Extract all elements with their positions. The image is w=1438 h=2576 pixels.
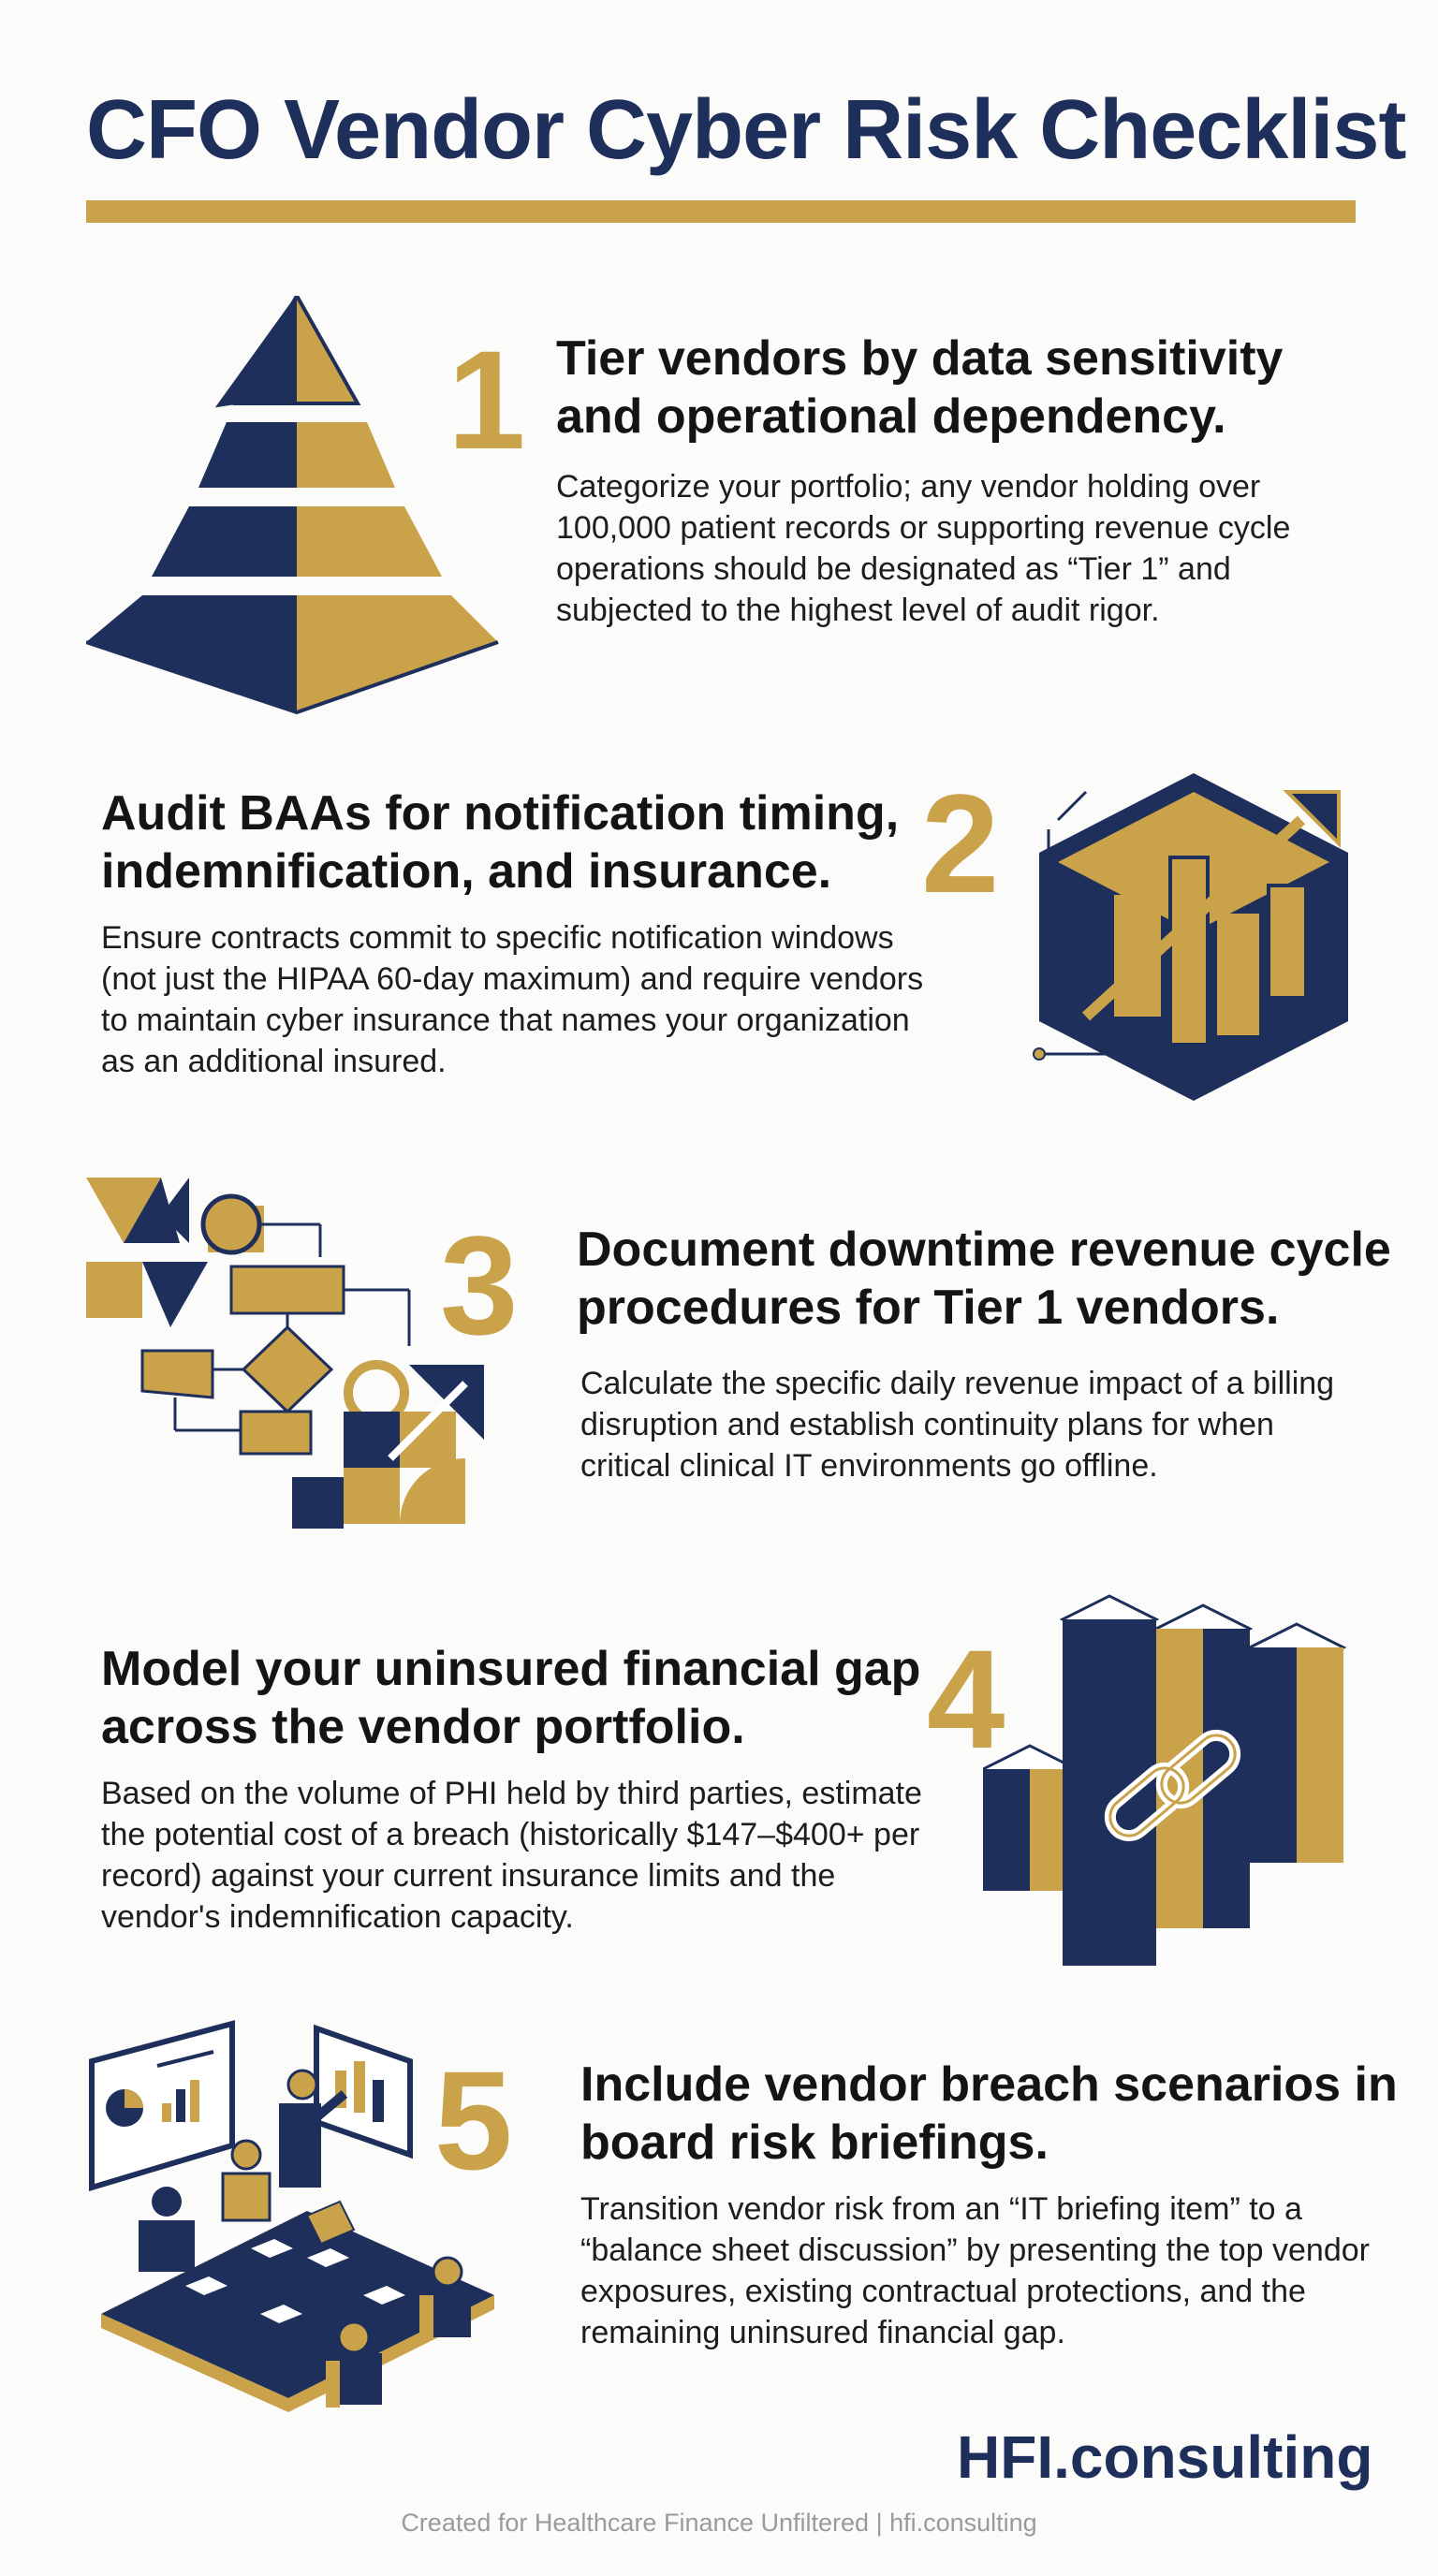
step-number-5: 5 [434,2042,513,2199]
step-body-2: Ensure contracts commit to specific noti… [101,920,924,1079]
step-number-3: 3 [440,1207,519,1364]
title-underline [86,200,1356,223]
step-heading-4: Model your uninsured financial gap acros… [101,1642,921,1754]
step-body-1: Categorize your portfolio; any vendor ho… [556,469,1291,628]
step-heading-3: Document downtime revenue cycle procedur… [577,1222,1391,1335]
brand-logo-text: HFI.consulting [957,2423,1373,2491]
step-heading-5: Include vendor breach scenarios in board… [580,2057,1398,2170]
pyramid-icon [86,296,499,715]
step-body-3: Calculate the specific daily revenue imp… [580,1366,1335,1484]
step-body-4: Based on the volume of PHI held by third… [101,1776,922,1935]
step-number-2: 2 [921,765,1000,922]
boardroom-meeting-icon [89,2020,494,2412]
isometric-blocks-icon [1033,773,1348,1101]
footer-credit: Created for Healthcare Finance Unfiltere… [401,2509,1037,2537]
step-heading-1: Tier vendors by data sensitivity and ope… [556,331,1284,444]
step-heading-2: Audit BAAs for notification timing, inde… [101,786,900,899]
step-body-5: Transition vendor risk from an “IT brief… [580,2191,1370,2350]
step-number-4: 4 [927,1620,1005,1778]
flowchart-icon [86,1178,484,1529]
chain-link-bars-icon [983,1594,1347,1966]
step-number-1: 1 [448,321,526,478]
page-title: CFO Vendor Cyber Risk Checklist [86,83,1406,177]
